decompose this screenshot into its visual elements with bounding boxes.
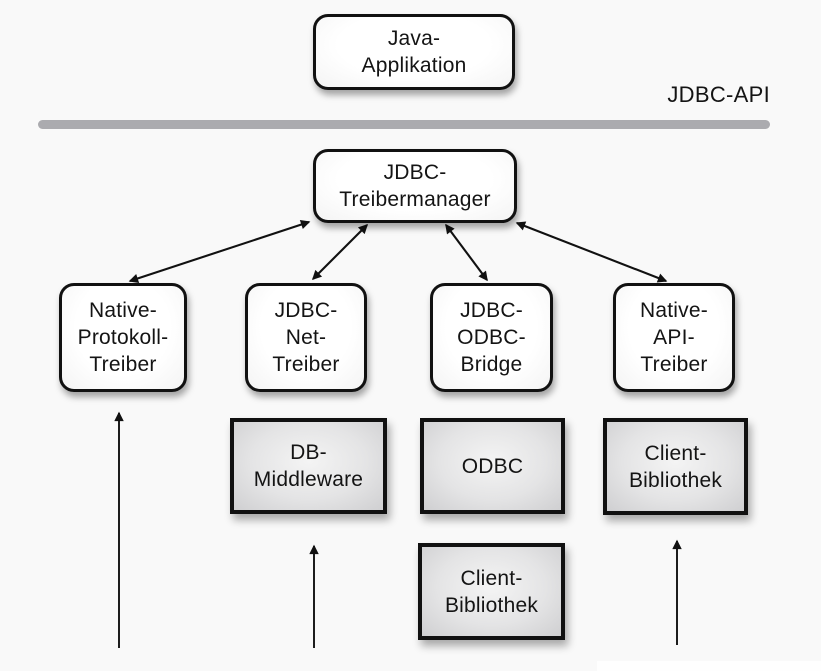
node-jdbc-odbc-bridge: JDBC- ODBC- Bridge [430, 283, 553, 392]
node-client-bibliothek-native-label: Client- Bibliothek [628, 441, 723, 492]
node-native-api-treiber: Native- API- Treiber [613, 283, 735, 392]
arrow-manager-native-protokoll [128, 220, 311, 283]
node-db-middleware-label: DB- Middleware [253, 441, 364, 491]
node-java-application-label: Java- Applikation [361, 27, 467, 77]
node-jdbc-treibermanager: JDBC- Treibermanager [313, 149, 517, 223]
node-client-bibliothek-odbc-label: Client- Bibliothek [444, 566, 539, 617]
jdbc-api-divider [38, 120, 770, 129]
node-jdbc-treibermanager-label: JDBC- Treibermanager [339, 161, 491, 211]
arrow-manager-native-api [515, 221, 668, 283]
node-client-bibliothek-odbc: Client- Bibliothek [418, 543, 565, 640]
node-java-application: Java- Applikation [313, 14, 515, 90]
node-native-api-treiber-label: Native- API- Treiber [640, 299, 708, 376]
node-jdbc-net-treiber-label: JDBC- Net- Treiber [272, 299, 340, 376]
arrow-manager-jdbc-odbc [445, 223, 488, 282]
node-native-protokoll-treiber: Native- Protokoll- Treiber [59, 283, 187, 392]
node-db-middleware: DB- Middleware [230, 418, 387, 514]
node-client-bibliothek-native: Client- Bibliothek [603, 418, 748, 515]
node-odbc-label: ODBC [461, 454, 524, 478]
node-jdbc-net-treiber: JDBC- Net- Treiber [245, 283, 367, 392]
cropped-box-bottom-right [597, 661, 821, 671]
jdbc-api-label: JDBC-API [667, 82, 770, 107]
arrow-manager-jdbc-net [311, 223, 369, 281]
node-jdbc-odbc-bridge-label: JDBC- ODBC- Bridge [457, 299, 526, 376]
node-native-protokoll-treiber-label: Native- Protokoll- Treiber [77, 299, 169, 376]
node-odbc: ODBC [420, 418, 565, 514]
